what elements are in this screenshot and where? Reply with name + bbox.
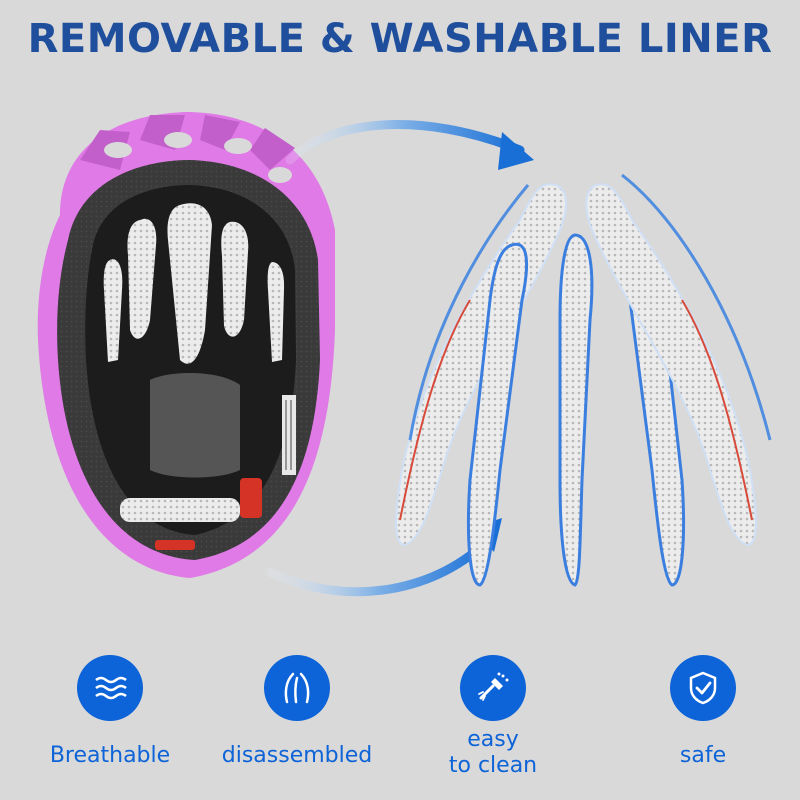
page-title: REMOVABLE & WASHABLE LINER <box>27 16 773 62</box>
feature-breathable: Breathable <box>30 655 190 769</box>
arrow-upper <box>285 120 534 170</box>
feature-label: Breathable <box>49 743 171 768</box>
feature-safe: safe <box>623 655 783 769</box>
feature-label: easy to clean <box>448 727 538 778</box>
feature-easy-clean: easy to clean <box>413 655 573 779</box>
waves-icon <box>77 655 143 721</box>
liner-pads-icon <box>264 655 330 721</box>
helmet-image <box>37 112 336 578</box>
liner-pads-image <box>395 173 772 587</box>
feature-disassembled: disassembled <box>217 655 377 769</box>
feature-label: safe <box>679 743 727 768</box>
feature-label: disassembled <box>221 743 373 768</box>
washing-spray-icon <box>460 655 526 721</box>
shield-check-icon <box>670 655 736 721</box>
